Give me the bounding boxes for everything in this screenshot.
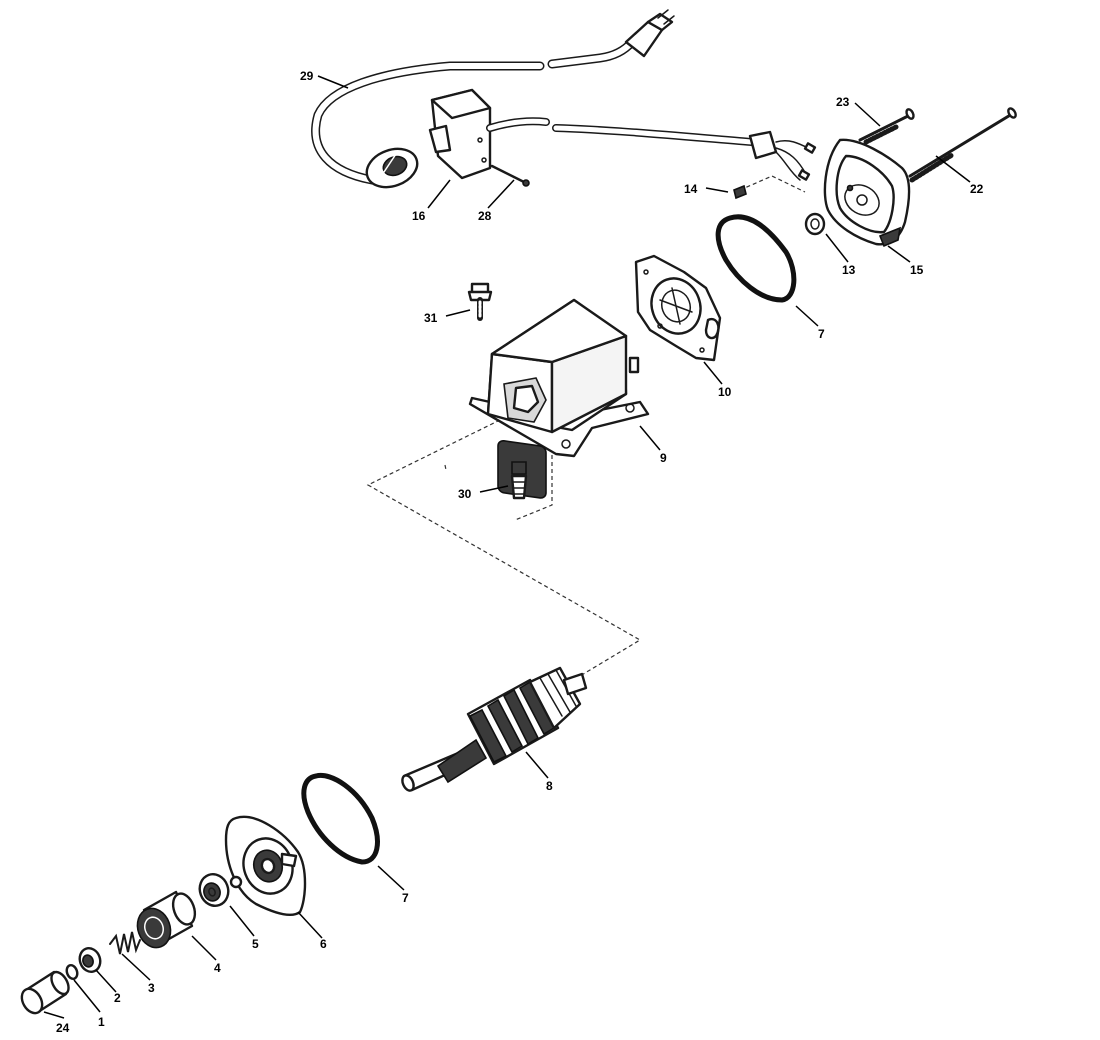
- washer: [804, 212, 826, 236]
- retainer-ring: [65, 964, 79, 980]
- switch-screw: [490, 164, 530, 187]
- end-cap: [823, 138, 911, 248]
- terminal-screw: [510, 461, 528, 500]
- plug: [624, 9, 675, 58]
- armature: [401, 666, 588, 792]
- callout-8: 8: [546, 779, 553, 793]
- callout-6: 6: [320, 937, 327, 951]
- callout-7-upper: 7: [818, 327, 825, 341]
- callout-29: 29: [300, 69, 314, 83]
- gasket-lower: [301, 772, 380, 865]
- cord-connector: [365, 147, 419, 189]
- switch-box: [428, 88, 756, 180]
- callout-24: 24: [56, 1021, 70, 1035]
- motor-housing: [468, 298, 650, 499]
- callout-23: 23: [836, 95, 850, 109]
- brush-screw: [733, 184, 747, 200]
- callout-30: 30: [458, 487, 472, 501]
- wire-leads: [748, 130, 817, 181]
- housing-screw: [467, 282, 493, 321]
- callout-4: 4: [214, 961, 221, 975]
- callout-2: 2: [114, 991, 121, 1005]
- short-bolt: [858, 108, 915, 145]
- callout-22: 22: [970, 182, 984, 196]
- callout-14: 14: [684, 182, 698, 196]
- through-bolt: [908, 107, 1017, 183]
- callout-15: 15: [910, 263, 924, 277]
- callout-10: 10: [718, 385, 732, 399]
- callout-28: 28: [478, 209, 492, 223]
- callout-leaders: [43, 75, 971, 1019]
- collar: [78, 947, 102, 973]
- callout-13: 13: [842, 263, 856, 277]
- callout-31: 31: [424, 311, 438, 325]
- brush-plate: [634, 254, 722, 362]
- callout-7-lower: 7: [402, 891, 409, 905]
- callout-labels: 29 23 14 22 16 28 13 15 7 10 31 9 30 8 7…: [56, 69, 984, 1035]
- end-cap-sleeve: [20, 970, 70, 1015]
- spring: [109, 931, 141, 955]
- end-plate: [224, 815, 307, 916]
- callout-16: 16: [412, 209, 426, 223]
- callout-1: 1: [98, 1015, 105, 1029]
- callout-3: 3: [148, 981, 155, 995]
- bearing: [198, 873, 243, 907]
- pinion-gear: [136, 890, 197, 949]
- power-cord: [311, 9, 675, 189]
- callout-5: 5: [252, 937, 259, 951]
- gasket-upper: [715, 214, 797, 303]
- assembly-dashed-lines: [366, 175, 806, 689]
- callout-9: 9: [660, 451, 667, 465]
